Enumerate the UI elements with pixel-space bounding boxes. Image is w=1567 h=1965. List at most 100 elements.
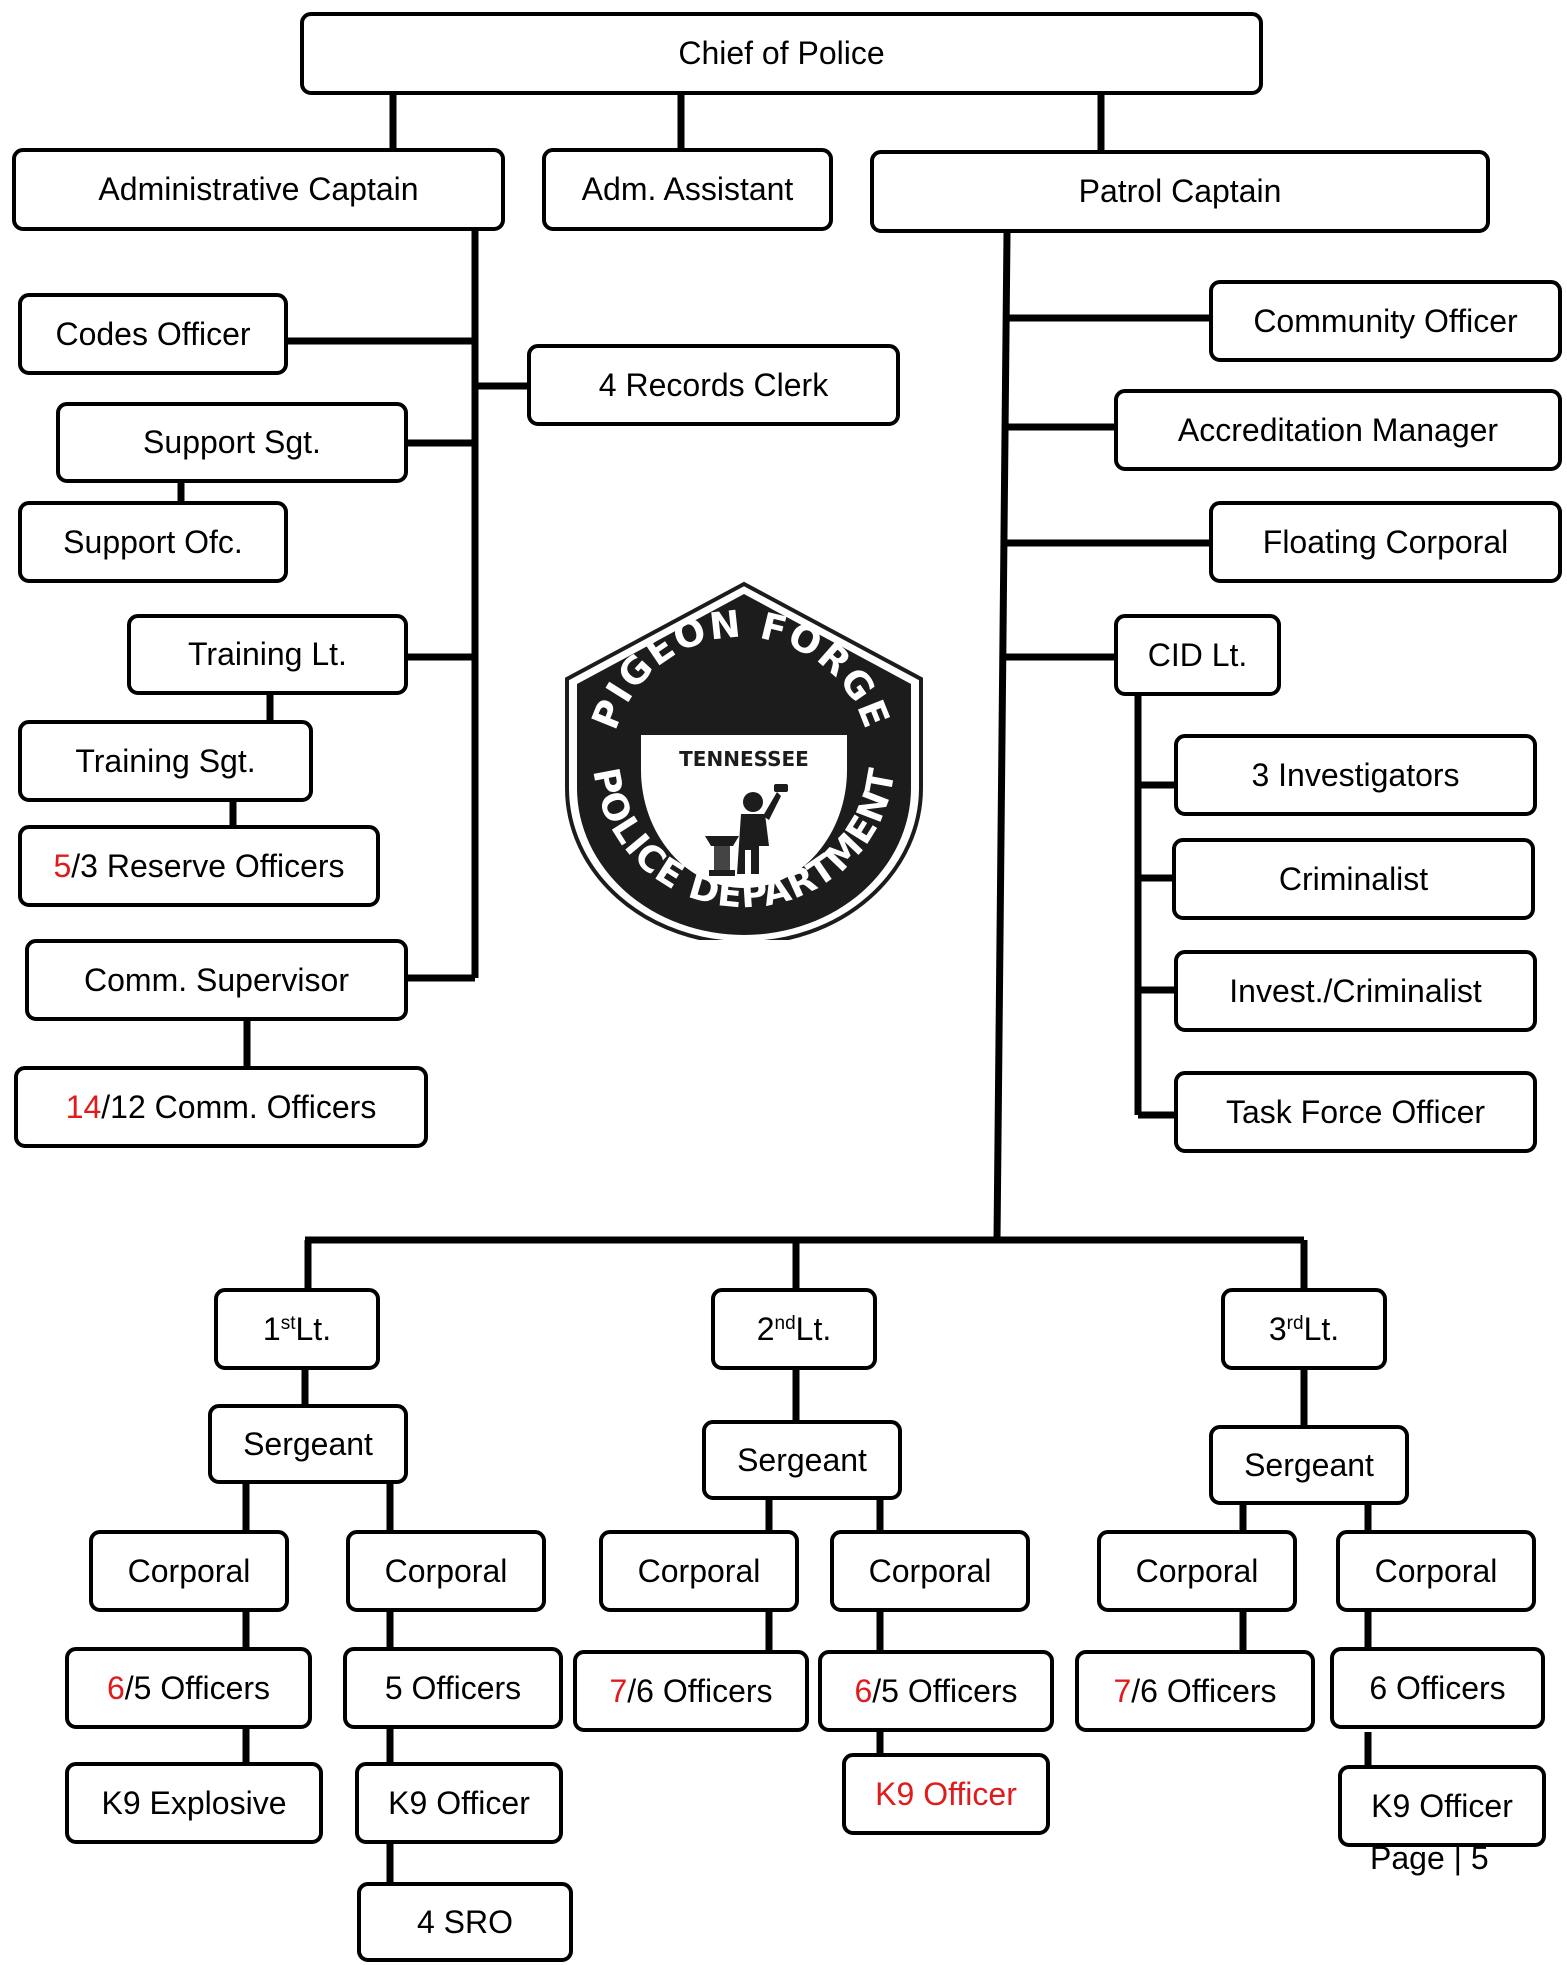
box-label: K9 Explosive: [101, 1784, 287, 1821]
box-label: Patrol Captain: [1078, 173, 1282, 209]
ordinal-suffix: rd: [1286, 1313, 1304, 1334]
records-clerk-box: 4 Records Clerk: [527, 344, 900, 426]
box-label: K9 Officer: [388, 1784, 530, 1821]
box-label: Corporal: [127, 1552, 251, 1589]
box-label: Codes Officer: [55, 315, 251, 352]
box-label: Accreditation Manager: [1177, 411, 1499, 448]
sro-box: 4 SRO: [357, 1882, 573, 1962]
reserve-count-red: 5: [53, 847, 72, 884]
corporal-1a-box: Corporal: [89, 1530, 289, 1612]
sergeant-1-box: Sergeant: [208, 1404, 408, 1484]
box-label: 4 Records Clerk: [598, 366, 829, 403]
chief-of-police-box: Chief of Police: [300, 12, 1263, 95]
shift-rest: Lt.: [295, 1310, 332, 1347]
k9-officer-1-box: K9 Officer: [355, 1762, 563, 1844]
box-label: K9 Officer: [875, 1775, 1017, 1812]
shift-rest: Lt.: [795, 1310, 832, 1347]
box-label: Administrative Captain: [98, 171, 419, 207]
cid-lt-box: CID Lt.: [1114, 614, 1281, 696]
blacksmith-icon: [705, 784, 788, 876]
shift-num: 3: [1268, 1310, 1287, 1347]
box-label: 3 Investigators: [1251, 756, 1460, 793]
box-label: Comm. Supervisor: [84, 961, 349, 998]
task-force-officer-box: Task Force Officer: [1174, 1071, 1537, 1153]
box-label: Adm. Assistant: [581, 171, 794, 207]
accreditation-manager-box: Accreditation Manager: [1114, 389, 1562, 471]
invest-criminalist-box: Invest./Criminalist: [1174, 950, 1537, 1032]
page-number: Page | 5: [1370, 1840, 1489, 1876]
bear-icon: [705, 674, 787, 718]
box-label: 4 SRO: [416, 1903, 514, 1940]
box-label: Training Lt.: [188, 636, 347, 672]
box-label: Support Sgt.: [143, 424, 321, 460]
box-label: Corporal: [868, 1552, 992, 1589]
box-label: Training Sgt.: [75, 742, 256, 779]
officers-2a-box: 7/6 Officers: [573, 1650, 809, 1732]
training-lt-box: Training Lt.: [127, 614, 408, 695]
corporal-2b-box: Corporal: [830, 1530, 1030, 1612]
box-label: K9 Officer: [1371, 1787, 1513, 1824]
officer-count-red: 7: [1113, 1672, 1132, 1709]
administrative-captain-box: Administrative Captain: [12, 148, 505, 231]
shift-rest: Lt.: [1303, 1310, 1340, 1347]
comm-count-red: 14: [65, 1088, 102, 1125]
shift-num: 2: [756, 1310, 775, 1347]
box-label: Corporal: [1374, 1552, 1498, 1589]
box-label: Community Officer: [1253, 302, 1518, 339]
officer-count-red: 6: [854, 1672, 873, 1709]
reserve-officers-box: 5/3 Reserve Officers: [18, 825, 380, 907]
box-label: Sergeant: [737, 1441, 867, 1478]
box-label: /5 Officers: [872, 1672, 1018, 1709]
floating-corporal-box: Floating Corporal: [1209, 501, 1562, 583]
box-label: /6 Officers: [1131, 1672, 1277, 1709]
box-label: Corporal: [637, 1552, 761, 1589]
corporal-3a-box: Corporal: [1097, 1530, 1297, 1612]
box-label: Sergeant: [1244, 1446, 1374, 1483]
seal-state-text: TENNESSEE: [679, 747, 809, 771]
shift-num: 1: [262, 1310, 281, 1347]
corporal-1b-box: Corporal: [346, 1530, 546, 1612]
box-label: /3 Reserve Officers: [71, 847, 345, 884]
adm-assistant-box: Adm. Assistant: [542, 148, 833, 231]
support-sgt-box: Support Sgt.: [56, 402, 408, 483]
sergeant-3-box: Sergeant: [1209, 1425, 1409, 1505]
codes-officer-box: Codes Officer: [18, 293, 288, 375]
box-label: Task Force Officer: [1225, 1093, 1486, 1130]
k9-explosive-box: K9 Explosive: [65, 1762, 323, 1844]
police-department-seal: PIGEON FORGE PIGEON FORGE TENNESSEE POLI…: [565, 581, 923, 940]
corporal-2a-box: Corporal: [599, 1530, 799, 1612]
officers-3b-box: 6 Officers: [1330, 1647, 1545, 1729]
box-label: Support Ofc.: [63, 523, 243, 560]
box-label: CID Lt.: [1147, 636, 1248, 673]
officer-count-red: 6: [106, 1669, 125, 1706]
officers-2b-box: 6/5 Officers: [818, 1650, 1054, 1732]
box-label: Corporal: [1135, 1552, 1259, 1589]
officers-3a-box: 7/6 Officers: [1075, 1650, 1315, 1732]
investigators-box: 3 Investigators: [1174, 734, 1537, 816]
box-label: /12 Comm. Officers: [101, 1088, 377, 1125]
box-label: 6 Officers: [1369, 1669, 1506, 1706]
box-label: Invest./Criminalist: [1229, 972, 1482, 1009]
comm-supervisor-box: Comm. Supervisor: [25, 939, 408, 1021]
ordinal-suffix: nd: [774, 1313, 796, 1334]
sergeant-2-box: Sergeant: [702, 1420, 902, 1500]
training-sgt-box: Training Sgt.: [18, 720, 313, 802]
box-label: Corporal: [384, 1552, 508, 1589]
k9-officer-3-box: K9 Officer: [1338, 1765, 1546, 1847]
box-label: Criminalist: [1278, 860, 1429, 897]
officers-1a-box: 6/5 Officers: [65, 1647, 312, 1729]
patrol-captain-box: Patrol Captain: [870, 150, 1490, 233]
officer-count-red: 7: [609, 1672, 628, 1709]
officers-1b-box: 5 Officers: [343, 1647, 563, 1729]
box-label: /5 Officers: [124, 1669, 271, 1706]
corporal-3b-box: Corporal: [1336, 1530, 1536, 1612]
community-officer-box: Community Officer: [1209, 280, 1562, 362]
box-label: /6 Officers: [627, 1672, 773, 1709]
k9-officer-2-box: K9 Officer: [842, 1753, 1050, 1835]
box-label: 5 Officers: [384, 1669, 522, 1706]
